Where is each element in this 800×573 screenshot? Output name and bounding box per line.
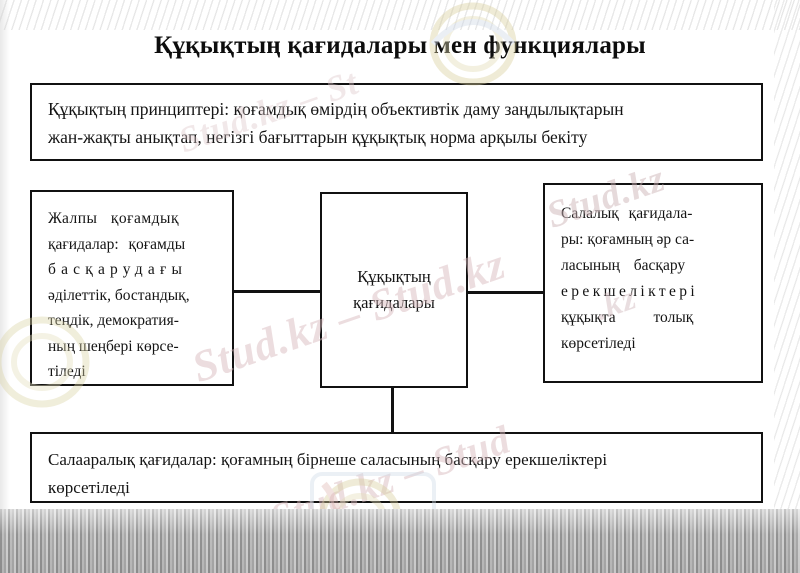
law-principles-center-box: Құқықтың қағидалары	[320, 192, 468, 388]
field-principles-line-1: Салалық қағидала-	[561, 205, 693, 222]
general-principles-line-3: басқарудағы	[48, 261, 188, 278]
general-principles-line-7: тіледі	[48, 363, 86, 380]
field-principles-line-4: ерекшеліктері	[561, 283, 699, 300]
field-principles-line-2: ры: қоғамның әр са-	[561, 231, 695, 248]
interbranch-principles-box: Салааралық қағидалар: қоғамның бірнеше с…	[30, 432, 763, 503]
general-principles-line-1: Жалпы қоғамдық	[48, 210, 179, 227]
interbranch-principles-line-1: Салааралық қағидалар: қоғамның бірнеше с…	[48, 450, 608, 469]
law-principles-center-text: Құқықтың қағидалары	[353, 264, 435, 316]
general-principles-line-6: ның шеңбері көрсе-	[48, 337, 179, 355]
general-principles-line-2: қағидалар: қоғамды	[48, 235, 186, 253]
connector-left-to-center	[234, 290, 320, 293]
law-principles-center-line-1: Құқықтың	[357, 267, 431, 286]
page-left-edge	[0, 0, 10, 512]
scan-bottom-band	[0, 509, 800, 573]
principles-definition-line-1: Құқықтың принциптері: қоғамдық өмірдің о…	[48, 99, 624, 119]
scan-stripes-right	[774, 0, 800, 520]
general-principles-line-5: теңдік, демократия-	[48, 312, 179, 329]
scan-bottom-band-shade	[0, 509, 800, 573]
law-principles-center-line-2: қағидалары	[353, 293, 435, 312]
principles-definition-line-2: жан-жақты анықтап, негізгі бағыттарын құ…	[48, 127, 588, 147]
field-principles-box: Салалық қағидала- ры: қоғамның әр са- ла…	[543, 183, 763, 383]
scan-stripes-top	[0, 0, 800, 30]
field-principles-line-6: көрсетіледі	[561, 335, 636, 352]
principles-definition-box: Құқықтың принциптері: қоғамдық өмірдің о…	[30, 83, 763, 161]
general-principles-line-4: әділеттік, бостандық,	[48, 286, 190, 304]
connector-center-to-right	[468, 291, 543, 294]
general-principles-box: Жалпы қоғамдық қағидалар: қоғамды басқар…	[30, 190, 234, 386]
page-title: Құқықтың қағидалары мен функциялары	[154, 32, 646, 59]
connector-center-to-bottom	[391, 388, 394, 433]
interbranch-principles-line-2: көрсетіледі	[48, 478, 130, 497]
field-principles-line-3: ласының басқару	[561, 257, 686, 274]
field-principles-line-5: құқықта толық	[561, 309, 694, 326]
